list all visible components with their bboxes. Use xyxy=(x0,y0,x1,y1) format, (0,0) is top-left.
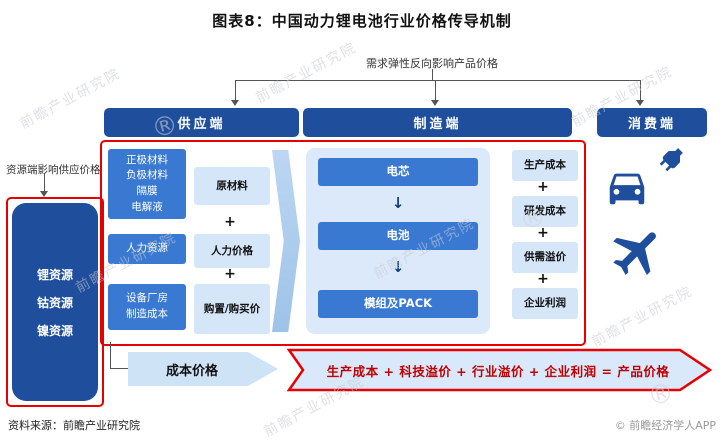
labor-resource-box: 人力资源 xyxy=(108,234,186,264)
battery-step-box: 电池 xyxy=(318,222,478,250)
supply-demand-premium-box: 供需溢价 xyxy=(512,242,578,273)
enterprise-profit-box: 企业利润 xyxy=(512,288,578,319)
arrowhead-down-icon xyxy=(40,191,48,197)
header-supply-side: 供应端 xyxy=(104,108,299,137)
page-title: 图表8：中国动力锂电池行业价格传导机制 xyxy=(212,12,512,30)
resource-box: 锂资源 钴资源 镍资源 xyxy=(12,203,98,401)
connector-line xyxy=(110,368,128,369)
arrowhead-down-icon xyxy=(231,100,239,106)
purchase-price-box: 购置/购买价 xyxy=(194,284,270,334)
equipment-cost-box: 设备厂房 制造成本 xyxy=(108,284,186,330)
resource-item: 镍资源 xyxy=(36,323,73,338)
resource-item: 锂资源 xyxy=(36,267,73,282)
cost-price-arrow: 成本价格 xyxy=(128,352,278,386)
cell-step-box: 电芯 xyxy=(318,158,478,186)
production-cost-box: 生产成本 xyxy=(512,150,578,181)
arrowhead-down-icon xyxy=(636,100,644,106)
demand-feedback-label: 需求弹性反向影响产品价格 xyxy=(366,57,498,70)
plus-sign: + xyxy=(224,214,236,230)
resource-item: 钴资源 xyxy=(36,295,73,310)
connector-line xyxy=(235,80,641,81)
source-note: 资料来源：前瞻产业研究院 xyxy=(8,419,140,432)
resource-group-frame: 锂资源 钴资源 镍资源 xyxy=(6,197,104,407)
connector-line xyxy=(44,174,45,192)
header-manufacture-side: 制造端 xyxy=(303,108,572,137)
rnd-cost-box: 研发成本 xyxy=(512,196,578,227)
plus-sign: + xyxy=(224,266,236,282)
charging-plug-icon xyxy=(659,148,683,172)
plus-sign: + xyxy=(537,178,549,195)
price-transmission-frame xyxy=(100,140,586,346)
plus-sign: + xyxy=(537,224,549,241)
manufacture-chain-container: 电芯 ↓ 电池 ↓ 模组及PACK xyxy=(306,148,490,334)
resource-side-label: 资源端影响供应价格 xyxy=(6,164,101,176)
plus-sign: + xyxy=(537,270,549,287)
down-arrow-icon: ↓ xyxy=(391,193,405,212)
car-icon xyxy=(609,173,645,205)
module-pack-step-box: 模组及PACK xyxy=(318,290,478,318)
connector-line xyxy=(432,69,433,80)
arrowhead-down-icon xyxy=(431,100,439,106)
connector-line xyxy=(110,342,111,369)
labor-price-box: 人力价格 xyxy=(194,234,270,268)
connector-line xyxy=(640,80,641,100)
connector-line xyxy=(235,80,236,100)
airplane-icon xyxy=(613,232,656,275)
materials-box: 正极材料 负极材料 隔膜 电解液 xyxy=(108,149,186,219)
formula-arrow-shape xyxy=(286,348,713,392)
credit-note: © 前瞻经济学人APP xyxy=(614,419,716,432)
raw-material-price-box: 原材料 xyxy=(194,167,270,205)
watermark-text: 前瞻产业研究院 xyxy=(589,283,696,351)
down-arrow-icon: ↓ xyxy=(391,257,405,276)
watermark-text: 前瞻产业研究院 xyxy=(253,39,360,107)
header-consumer-side: 消费端 xyxy=(597,108,707,137)
connector-line xyxy=(435,80,436,100)
product-price-formula: 生产成本 + 科技溢价 + 行业溢价 + 企业利润 = 产品价格 xyxy=(326,363,670,379)
